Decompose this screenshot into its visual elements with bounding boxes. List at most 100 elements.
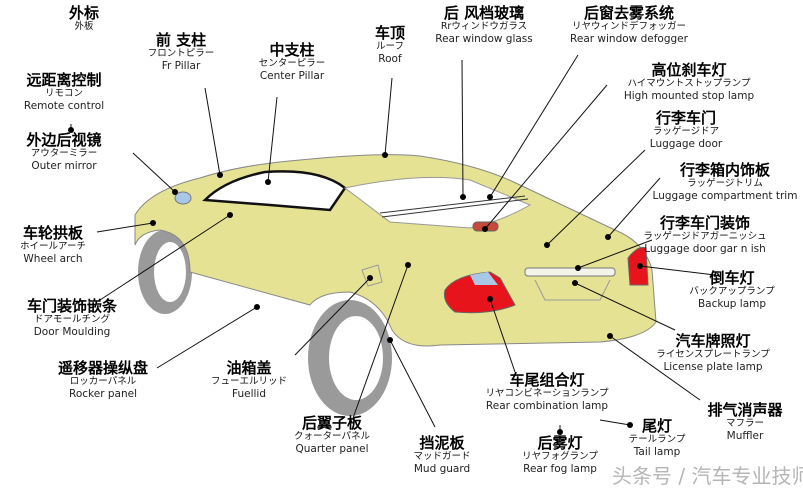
- defogger-lines: [379, 195, 529, 218]
- leader-lines: [68, 54, 716, 435]
- part-label-zh: 车尾组合灯: [509, 371, 585, 389]
- leader-line: [484, 84, 608, 230]
- part-label-zh: 后雾灯: [537, 434, 583, 452]
- leader-dot: [460, 194, 466, 200]
- leader-line: [389, 339, 436, 428]
- leader-dot: [405, 262, 411, 268]
- leader-dot: [387, 337, 393, 343]
- part-label-zh: 车顶: [374, 24, 406, 42]
- part-label-zh: 远距离控制: [26, 71, 102, 89]
- leader-line: [489, 54, 579, 198]
- part-label-zh: 前 支柱: [155, 31, 207, 49]
- leader-line: [574, 282, 676, 331]
- part-label-ja: Rrウィンドウガラス: [440, 21, 528, 33]
- part-label-zh: 后翼子板: [301, 414, 362, 432]
- part-label-ja: ラッゲージドア: [652, 126, 720, 138]
- part-label-en: Muffler: [726, 430, 764, 443]
- leader-line: [577, 239, 653, 269]
- part-label-zh: 外标: [68, 4, 100, 22]
- part-label-ja: ライセンスプレートランプ: [656, 349, 770, 361]
- part-label-en: Wheel arch: [23, 253, 83, 266]
- part-label-ja: マフラー: [725, 418, 765, 430]
- leader-line: [352, 264, 409, 419]
- part-label-en: Roof: [378, 53, 402, 66]
- part-label-en: Mud guard: [413, 463, 471, 476]
- watermark: 头条号 / 汽车专业技师: [612, 464, 803, 488]
- leader-line: [489, 298, 516, 373]
- part-label-en: Rear combination lamp: [485, 400, 609, 413]
- leader-dot: [172, 189, 178, 195]
- rear-wheel: [308, 300, 392, 416]
- part-label-zh: 车门装饰嵌条: [26, 297, 118, 315]
- part-label-ja: マッドガード: [413, 451, 471, 463]
- part-label-ja: アウターミラー: [30, 148, 98, 160]
- leader-line: [132, 152, 176, 193]
- leader-dot: [254, 304, 260, 310]
- part-label-en: License plate lamp: [663, 361, 763, 374]
- leader-dot: [265, 179, 271, 185]
- part-label-ja: フロントピラー: [147, 48, 215, 60]
- leader-dot: [487, 296, 493, 302]
- part-label-ja: リヤウィンドデフォッガー: [571, 21, 686, 33]
- part-label-ja: ラッゲージトリム: [687, 178, 763, 190]
- part-label-en: Fr Pillar: [161, 60, 201, 73]
- part-label-ja: ハイマウントストップランプ: [627, 78, 751, 90]
- leader-dot: [227, 212, 233, 218]
- part-label-en: Center Pillar: [259, 70, 325, 83]
- leader-line: [294, 277, 371, 356]
- leader-dot: [557, 429, 563, 435]
- part-label-ja: テールランプ: [628, 434, 686, 446]
- leader-dot: [607, 333, 613, 339]
- part-label-en: Quarter panel: [295, 443, 369, 456]
- part-label-ja: ホイールアーチ: [20, 241, 86, 253]
- leader-dot: [217, 172, 223, 178]
- part-label-ja: 外板: [74, 21, 94, 33]
- part-label-zh: 挡泥板: [419, 434, 465, 452]
- part-label-en: Outer mirror: [31, 160, 97, 173]
- part-label-en: Luggage door gar n ish: [644, 243, 766, 256]
- leader-dot: [637, 263, 643, 269]
- part-label-en: Door Moulding: [33, 326, 111, 339]
- part-label-zh: 后窗去雾系统: [583, 4, 674, 22]
- part-label-zh: 汽车牌照灯: [675, 332, 751, 350]
- part-label-ja: ロッカーパネル: [69, 376, 137, 388]
- part-label-zh: 遥移器操纵盘: [57, 359, 149, 377]
- leader-line: [204, 87, 221, 176]
- leader-line: [599, 419, 631, 426]
- part-label-ja: フューエルリッド: [210, 376, 288, 388]
- part-label-ja: バックアップランプ: [689, 286, 775, 298]
- part-label-en: Rear window glass: [435, 33, 533, 46]
- part-label-en: Fuellid: [231, 388, 266, 401]
- leader-dot: [544, 242, 550, 248]
- leader-line: [384, 77, 393, 156]
- part-label-zh: 尾灯: [641, 417, 672, 435]
- leader-line: [96, 222, 154, 233]
- part-label-en: Tail lamp: [633, 446, 681, 459]
- part-label-zh: 行李车门: [655, 109, 717, 127]
- part-label-en: Luggage compartment trim: [652, 190, 798, 203]
- part-label-en: Rocker panel: [69, 388, 137, 401]
- part-label-en: Luggage door: [649, 138, 723, 151]
- part-label: 外标外板: [68, 4, 100, 33]
- part-label-ja: ドアモールチング: [33, 314, 111, 326]
- leader-line: [546, 149, 646, 246]
- outer-mirror: [174, 191, 192, 205]
- leader-line: [99, 214, 231, 301]
- leader-dot: [605, 234, 611, 240]
- part-label-ja: リヤフォグランプ: [522, 451, 598, 463]
